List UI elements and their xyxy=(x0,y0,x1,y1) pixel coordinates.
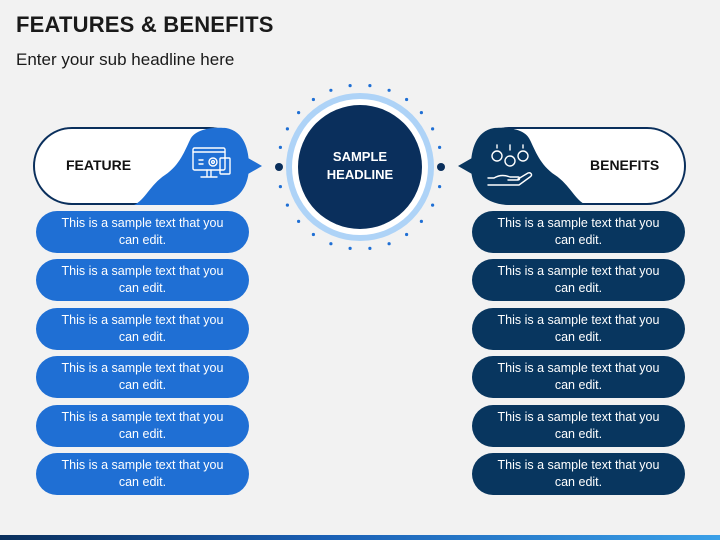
benefits-label: BENEFITS xyxy=(590,157,660,173)
feature-item: This is a sample text that you can edit. xyxy=(36,356,249,399)
computer-settings-icon xyxy=(192,147,231,178)
feature-item: This is a sample text that you can edit. xyxy=(36,452,249,495)
benefits-item: This is a sample text that you can edit. xyxy=(472,211,685,253)
feature-blob xyxy=(134,127,262,205)
feature-item: This is a sample text that you can edit. xyxy=(36,211,249,253)
bottom-accent-bar xyxy=(0,535,720,540)
ring-dot xyxy=(368,84,372,88)
ring-dot xyxy=(431,127,435,131)
ring-dot xyxy=(387,88,391,92)
ring-dot xyxy=(438,145,442,149)
ring-dot xyxy=(297,111,301,115)
benefits-item: This is a sample text that you can edit. xyxy=(472,404,685,447)
ring-dot xyxy=(329,242,333,246)
ring-dot xyxy=(368,246,372,250)
feature-label: FEATURE xyxy=(66,157,132,173)
ring-dot xyxy=(419,219,423,223)
ring-dot xyxy=(405,97,409,102)
benefits-blob xyxy=(458,127,586,205)
ring-dot xyxy=(285,127,289,131)
feature-item: This is a sample text that you can edit. xyxy=(36,404,249,447)
center-headline: SAMPLE HEADLINE xyxy=(326,149,394,182)
ring-dot xyxy=(405,232,409,237)
ring-dot xyxy=(285,203,289,207)
ring-dot xyxy=(278,145,282,149)
ring-dot xyxy=(348,246,352,250)
slide-subtitle: Enter your sub headline here xyxy=(16,50,235,69)
center-emblem xyxy=(275,93,445,241)
benefits-item: This is a sample text that you can edit. xyxy=(472,259,685,302)
ring-dot xyxy=(419,111,423,115)
benefits-item: This is a sample text that you can edit. xyxy=(472,452,685,495)
ring-dot xyxy=(438,185,442,189)
ring-dot xyxy=(387,242,391,246)
dotted-ring xyxy=(278,84,442,250)
benefits-item: This is a sample text that you can edit. xyxy=(472,307,685,350)
feature-item: This is a sample text that you can edit. xyxy=(36,307,249,350)
ring-dot xyxy=(278,185,282,189)
ring-dot xyxy=(311,232,315,237)
hand-money-icon xyxy=(487,144,533,186)
benefits-list: This is a sample text that you can edit.… xyxy=(472,211,685,501)
ring-dot xyxy=(329,88,333,92)
ring-dot xyxy=(431,203,435,207)
slide-title: FEATURES & BENEFITS xyxy=(16,12,274,37)
feature-item: This is a sample text that you can edit. xyxy=(36,259,249,302)
ring-dot xyxy=(348,84,352,88)
ring-dot xyxy=(297,219,301,223)
benefits-item: This is a sample text that you can edit. xyxy=(472,356,685,399)
ring-dot xyxy=(311,97,315,102)
feature-list: This is a sample text that you can edit.… xyxy=(36,211,249,501)
